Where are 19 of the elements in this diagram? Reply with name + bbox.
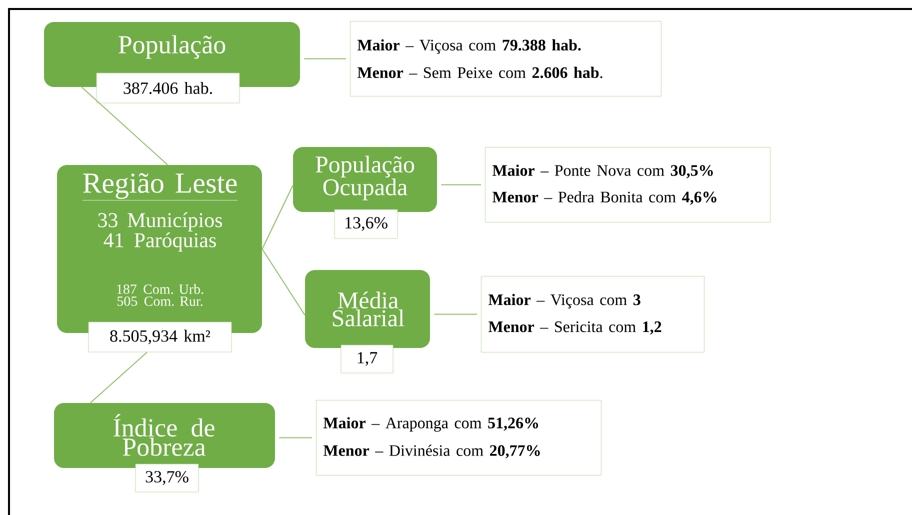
connector-line bbox=[90, 352, 148, 404]
topic-box: Média Salarial bbox=[305, 270, 430, 348]
stats-box: Maior – Araponga com 51,26% Menor – Divinésia com 20,77% bbox=[316, 400, 602, 476]
connector-line bbox=[262, 248, 306, 316]
connector-line bbox=[262, 185, 294, 250]
connector-line bbox=[434, 314, 478, 315]
value-box: 387.406 hab. bbox=[96, 72, 240, 104]
topic-box: População Ocupada bbox=[293, 147, 437, 212]
stats-box: Maior – Viçosa com 3 Menor – Sericita com 1,2 bbox=[481, 276, 704, 352]
connector-line bbox=[440, 184, 482, 186]
stats-box: Maior – Ponte Nova com 30,5% Menor – Pedra Bonita com 4,6% bbox=[485, 147, 770, 222]
topic-box: Índice de Pobreza bbox=[54, 403, 275, 468]
connector-line bbox=[81, 86, 168, 166]
value-box: 13,6% bbox=[334, 209, 398, 239]
value-box: 33,7% bbox=[135, 464, 199, 492]
value-box: 1,7 bbox=[340, 344, 394, 374]
connector-line bbox=[304, 58, 346, 60]
stats-box: Maior – Viçosa com 79.388 hab. Menor – Sem Peixe com 2.606 hab. bbox=[350, 21, 662, 96]
connector-line bbox=[278, 437, 312, 438]
